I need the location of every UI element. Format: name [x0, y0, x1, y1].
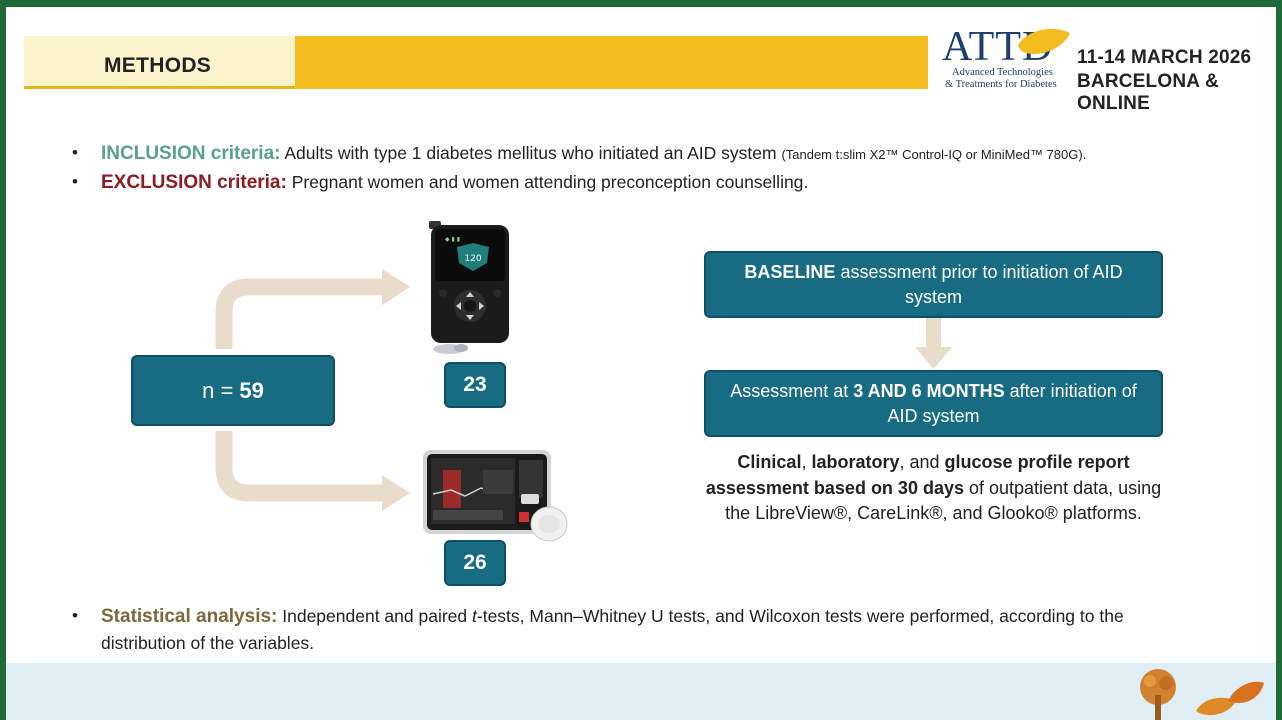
followup-pre: Assessment at — [730, 380, 854, 401]
exclusion-text: Pregnant women and women attending preco… — [286, 172, 809, 192]
section-header-bar: METHODS — [24, 36, 928, 89]
inclusion-text: Adults with type 1 diabetes mellitus who… — [280, 143, 782, 163]
statistics-label: Statistical analysis: — [101, 606, 278, 627]
minimed-count-box: 23 — [444, 362, 506, 408]
assessment-clinical: Clinical — [737, 452, 802, 472]
assessment-laboratory: laboratory — [811, 452, 900, 472]
total-prefix: n = — [202, 378, 240, 403]
assessment-glucose-profile: glucose profile report assessment based … — [705, 452, 1130, 498]
baseline-assessment-box: BASELINE assessment prior to initiation … — [704, 251, 1163, 318]
statistics-text-post: -tests, Mann–Whitney U tests, and Wilcox… — [476, 606, 1124, 626]
attd-logo-subtitle-1: Advanced Technologies — [952, 67, 1053, 78]
arrow-to-tslim — [215, 431, 384, 502]
bullet-dot: • — [72, 143, 78, 162]
baseline-bold: BASELINE — [744, 261, 836, 282]
section-title: METHODS — [104, 54, 212, 77]
event-dates: 11-14 MARCH 2026 — [1077, 47, 1252, 68]
section-header-tab: METHODS — [24, 36, 295, 89]
flow-arrows — [215, 269, 952, 511]
attd-logo-subtitle-2: & Treatments for Diabetes — [945, 79, 1057, 90]
followup-assessment-box: Assessment at 3 AND 6 MONTHS after initi… — [704, 370, 1163, 437]
total-value: 59 — [239, 378, 264, 403]
minimed-780g-pump-image: ◆ ▮ ▮ 120 — [429, 221, 509, 354]
svg-text:◆ ▮ ▮: ◆ ▮ ▮ — [445, 236, 460, 243]
inclusion-note: (Tandem t:slim X2™ Control-IQ or MiniMed… — [781, 147, 1087, 162]
attd-logo: ATTD Advanced Technologies & Treatments … — [942, 24, 1070, 91]
baseline-text: BASELINE assessment prior to initiation … — [722, 260, 1145, 310]
followup-text: Assessment at 3 AND 6 MONTHS after initi… — [722, 379, 1145, 429]
attd-logo-drop-icon — [1018, 29, 1070, 54]
footer-band — [6, 663, 1276, 720]
followup-post: after initiation of AID system — [887, 380, 1137, 426]
bullet-dot: • — [72, 606, 78, 625]
statistics-t: t — [472, 606, 477, 626]
arrow-baseline-to-followup-shaft — [926, 318, 941, 350]
tslim-count-box: 26 — [444, 540, 506, 586]
event-location: BARCELONA & ONLINE — [1077, 71, 1219, 114]
pump-screen-value: 120 — [464, 254, 481, 264]
assessment-sep: , — [801, 452, 812, 472]
inclusion-label: INCLUSION criteria: — [101, 143, 281, 164]
bullet-dot: • — [72, 172, 78, 191]
exclusion-criteria: EXCLUSION criteria: Pregnant women and w… — [101, 172, 808, 194]
assessment-and: , and — [899, 452, 945, 472]
statistical-analysis: Statistical analysis: Independent and pa… — [101, 606, 1124, 628]
arrow-head-tslim — [382, 475, 410, 511]
arrow-to-minimed — [215, 278, 384, 349]
total-patients-box: n = 59 — [131, 355, 335, 426]
assessment-platforms: of outpatient data, using the LibreView®… — [725, 477, 1162, 524]
exclusion-label: EXCLUSION criteria: — [101, 172, 287, 193]
assessment-description: Clinical, laboratory, and glucose profil… — [704, 450, 1163, 527]
statistics-text-pre: Independent and paired — [277, 606, 472, 626]
statistical-analysis-line2: distribution of the variables. — [101, 633, 315, 653]
followup-bold: 3 AND 6 MONTHS — [853, 380, 1005, 401]
arrow-baseline-to-followup-head — [915, 347, 952, 369]
tslim-x2-pump-image — [423, 450, 568, 542]
arrow-head-minimed — [382, 269, 410, 305]
baseline-rest: assessment prior to initiation of AID sy… — [835, 261, 1123, 307]
inclusion-criteria: INCLUSION criteria: Adults with type 1 d… — [101, 143, 1086, 165]
footer-tree-logo-icon — [1140, 669, 1264, 720]
slide: METHODS ATTD Advanced Technologies & Tre… — [6, 7, 1276, 720]
